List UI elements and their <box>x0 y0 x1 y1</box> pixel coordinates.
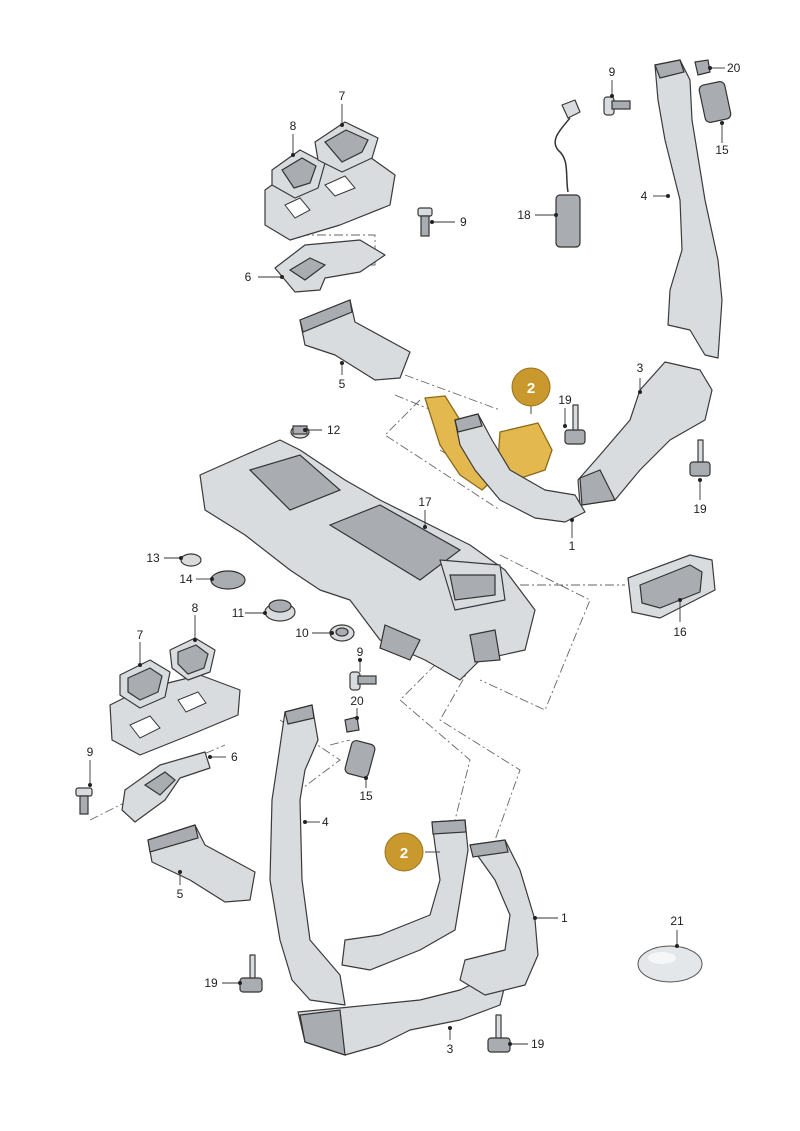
clip-15-lower <box>344 739 376 779</box>
clip-15-top <box>698 81 732 123</box>
stud-19-upper-a <box>564 404 586 445</box>
label-18: 18 <box>517 208 531 222</box>
callout-badge-2-upper: 2 <box>511 367 551 407</box>
plug-14 <box>210 570 246 590</box>
badge-text: 2 <box>527 380 535 397</box>
label-1: 1 <box>569 539 576 553</box>
cover-21 <box>637 945 703 983</box>
label-16: 16 <box>673 625 687 639</box>
label-12: 12 <box>327 423 341 437</box>
stud-19-lower-a <box>239 954 263 993</box>
label-5: 5 <box>177 887 184 901</box>
callout-badge-2-lower: 2 <box>384 832 424 872</box>
label-9: 9 <box>609 65 616 79</box>
screw-9-top-right <box>603 96 631 116</box>
label-14: 14 <box>179 572 193 586</box>
label-8: 8 <box>192 601 199 615</box>
label-11: 11 <box>232 606 245 620</box>
upper-left-vent-panel <box>264 121 396 241</box>
lower-left-vent-panel <box>109 637 241 756</box>
label-17: 17 <box>418 495 432 509</box>
duct-1-upper <box>454 413 586 523</box>
sensor-18 <box>554 99 581 248</box>
label-3: 3 <box>447 1042 454 1056</box>
stud-19-lower-b <box>487 1014 511 1053</box>
label-15: 15 <box>359 789 373 803</box>
label-21: 21 <box>670 914 684 928</box>
label-15: 15 <box>715 143 729 157</box>
label-7: 7 <box>137 628 144 642</box>
cap-12 <box>290 425 310 439</box>
label-19: 19 <box>693 502 707 516</box>
vent-16 <box>627 554 716 619</box>
duct-4-lower <box>269 704 346 1006</box>
label-19: 19 <box>558 393 572 407</box>
upper-left-bracket-6 <box>274 239 386 293</box>
screw-9-lower-center <box>349 671 377 691</box>
grommet-10 <box>329 624 355 642</box>
clip-20-top <box>694 59 711 76</box>
stud-19-upper-b <box>689 439 711 477</box>
label-6: 6 <box>231 750 238 764</box>
cap-13 <box>180 553 202 567</box>
label-9: 9 <box>87 745 94 759</box>
screw-9-upper <box>417 207 433 237</box>
clip-20-lower <box>344 716 360 733</box>
climate-unit-17 <box>199 439 536 681</box>
label-9: 9 <box>460 215 467 229</box>
duct-2-lower <box>341 819 469 971</box>
lower-left-bracket-6 <box>121 751 211 823</box>
screw-9-lower-left <box>75 787 93 815</box>
duct-3-upper <box>577 361 713 506</box>
label-3: 3 <box>637 361 644 375</box>
label-4: 4 <box>641 189 648 203</box>
label-13: 13 <box>146 551 160 565</box>
label-7: 7 <box>339 89 346 103</box>
part-labels: 7 8 9 6 5 9 20 15 4 18 3 19 19 1 12 17 1… <box>87 61 741 1056</box>
label-9: 9 <box>357 645 364 659</box>
upper-left-duct-5 <box>299 299 411 381</box>
duct-4-upper <box>654 59 723 359</box>
label-10: 10 <box>295 626 309 640</box>
label-20: 20 <box>727 61 741 75</box>
grommet-11 <box>264 599 296 622</box>
label-6: 6 <box>245 270 252 284</box>
label-20: 20 <box>350 694 364 708</box>
duct-3-lower <box>297 977 506 1056</box>
label-4: 4 <box>322 815 329 829</box>
leader-lines <box>88 66 725 1046</box>
label-19: 19 <box>531 1037 545 1051</box>
label-8: 8 <box>290 119 297 133</box>
duct-1-lower <box>459 839 539 996</box>
label-1: 1 <box>561 911 568 925</box>
badge-text: 2 <box>400 845 408 862</box>
lower-left-duct-5 <box>147 824 256 903</box>
label-19: 19 <box>204 976 218 990</box>
label-5: 5 <box>339 377 346 391</box>
